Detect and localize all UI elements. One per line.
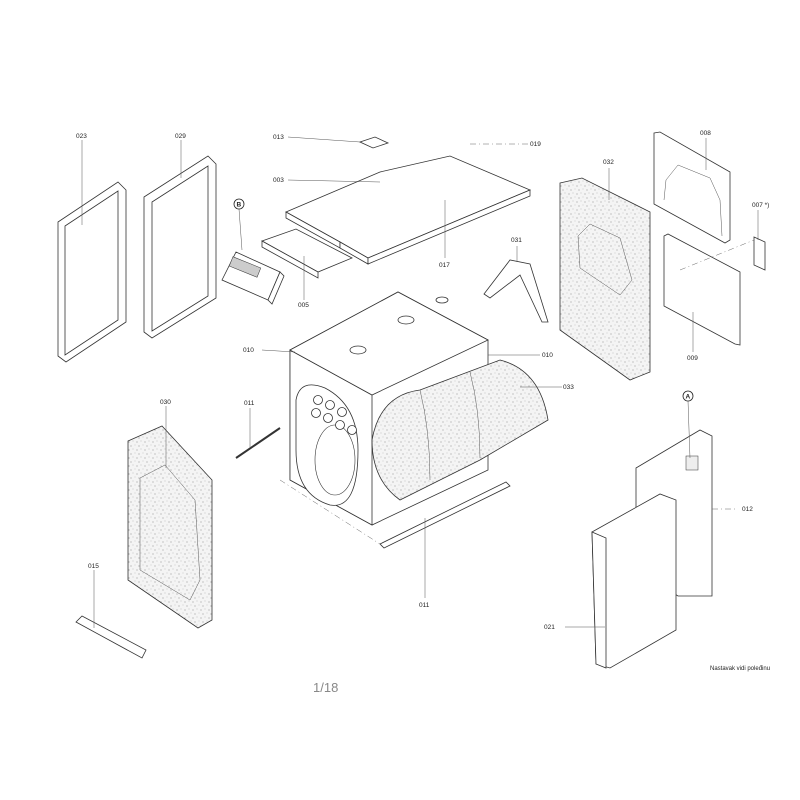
callout-A: A [686, 394, 691, 401]
part-B-control-panel [221, 198, 285, 305]
callout-010-left: 010 [243, 347, 254, 354]
part-013-cover [287, 136, 390, 149]
part-029-frame [143, 140, 217, 339]
part-021-door [565, 493, 677, 669]
part-011-rods [235, 408, 511, 598]
part-033-insulation [371, 359, 562, 501]
callout-011-left: 011 [244, 400, 255, 407]
callout-032: 032 [603, 159, 614, 166]
callout-009: 009 [687, 355, 698, 362]
callout-033: 033 [563, 384, 574, 391]
callout-021: 021 [544, 624, 555, 631]
part-023-frame [57, 140, 127, 363]
part-030-panel [127, 406, 213, 629]
part-031-bracket [483, 246, 549, 323]
callout-029: 029 [175, 133, 186, 140]
callout-003: 003 [273, 177, 284, 184]
callout-031: 031 [511, 237, 522, 244]
callout-030: 030 [160, 399, 171, 406]
callout-008: 008 [700, 130, 711, 137]
part-032-panel [559, 168, 651, 381]
page-indicator: 1/18 [313, 680, 338, 695]
callout-007: 007 *) [752, 202, 769, 209]
callout-013: 013 [273, 134, 284, 141]
part-015-bracket [75, 570, 147, 659]
part-017-cover [285, 143, 532, 265]
callout-005: 005 [298, 302, 309, 309]
callout-023: 023 [76, 133, 87, 140]
callout-010-right: 010 [542, 352, 553, 359]
callout-015: 015 [88, 563, 99, 570]
part-008-plate [653, 131, 731, 244]
part-005-plate [261, 228, 353, 300]
callout-011-bottom: 011 [419, 602, 430, 609]
part-009-plate [663, 233, 741, 352]
part-007-clip [679, 210, 766, 271]
callout-B: B [237, 202, 242, 209]
footer-note: Nastavak vidi poleđinu [710, 666, 770, 672]
callout-019: 019 [530, 141, 541, 148]
callout-017: 017 [439, 262, 450, 269]
callout-012: 012 [742, 506, 753, 513]
